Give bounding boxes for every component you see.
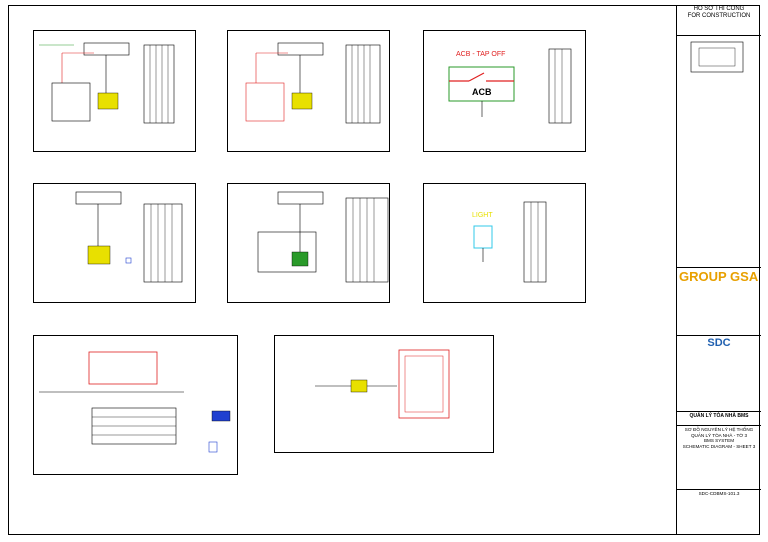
control-schematic-drawing [315,349,450,419]
drawing-title-vn: SƠ ĐỒ NGUYÊN LÝ HỆ THỐNG QUẢN LÝ TÒA NHÀ… [684,427,754,438]
pump-schematic-3-drawing [75,191,183,283]
drawing-number: SDC-CDBMS-101.3 [698,491,740,496]
panel-light-schematic: LIGHT [423,183,586,303]
panel-acb-tap-off: ACB - TAP OFF ACB [423,30,586,152]
drawing-title-en-2: SCHEMATIC DIAGRAM - SHEET 3 [682,443,756,449]
pump-schematic-4-drawing [257,191,389,283]
panel-control-schematic [274,335,494,453]
company-gsa-block: GROUP GSA [677,267,761,305]
header-construction-vn: HỒ SƠ THI CÔNG [693,6,745,12]
drawing-number-block: SDC-CDBMS-101.3 [677,489,761,499]
drawing-title-en-1: BMS SYSTEM [703,438,735,443]
company-gsa-logo: GROUP GSA [679,269,759,284]
key-plan [677,35,761,83]
drawing-title-block: SƠ ĐỒ NGUYÊN LÝ HỆ THỐNG QUẢN LÝ TÒA NHÀ… [677,425,761,461]
panel-pump-schematic-3 [33,183,196,303]
company-sdc-block: SDC [677,335,761,365]
pump-schematic-1-drawing [39,42,175,124]
generator-schematic-drawing [39,351,231,453]
panel-pump-schematic-1 [33,30,196,152]
panel-pump-schematic-2 [227,30,390,152]
pump-schematic-2-drawing [245,42,381,124]
acb-box-label: ACB [472,87,492,97]
system-title-block: QUẢN LÝ TÒA NHÀ BMS [677,411,761,425]
light-schematic-drawing [473,201,547,283]
system-title: QUẢN LÝ TÒA NHÀ BMS [689,413,749,419]
panel-generator-schematic [33,335,238,475]
acb-tap-off-label: ACB - TAP OFF [456,51,506,58]
panel-pump-schematic-4 [227,183,390,303]
acb-schematic-drawing [448,48,572,124]
company-sdc-logo: SDC [707,337,731,349]
key-plan-drawing [690,41,744,73]
title-block: HỒ SƠ THI CÔNG FOR CONSTRUCTION GROUP GS… [676,5,761,535]
header-construction-en: FOR CONSTRUCTION [687,13,751,20]
light-label: LIGHT [472,212,493,219]
drawing-sheet [8,5,760,535]
